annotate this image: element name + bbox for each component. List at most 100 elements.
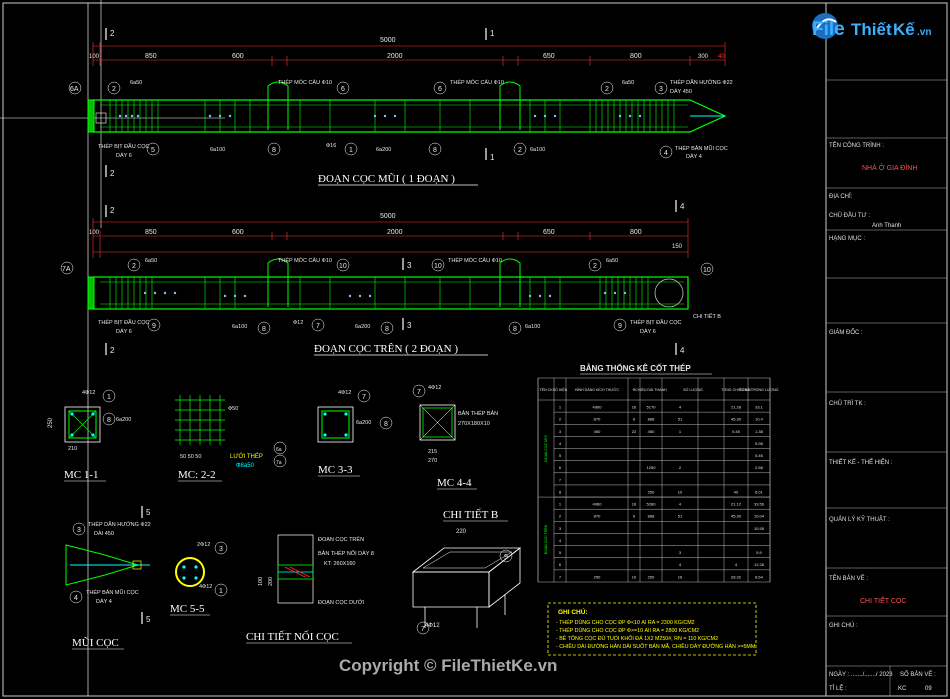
table-cell: 4960: [593, 502, 603, 507]
splice-dim-100: 100: [258, 577, 264, 586]
pile-top-elevation: 5000 100 850 600 2000 650 800 150: [60, 200, 721, 356]
table-cell: 21.28: [731, 404, 742, 409]
svg-text:3: 3: [219, 546, 223, 553]
svg-text:50 50 50: 50 50 50: [180, 454, 201, 460]
table-cell: 6: [559, 465, 562, 470]
mc33-label-bar: 4Ф12: [338, 390, 351, 396]
label-top-k: 6a200: [355, 324, 370, 330]
tb-owner-label: CHỦ ĐẦU TƯ :: [829, 212, 870, 219]
table-cell: 4: [679, 502, 682, 507]
section-mark-top-2a: 2: [110, 206, 115, 215]
table-cell: 33.56: [754, 502, 765, 507]
table-cell: 10.55: [754, 526, 765, 531]
tb-chief-label: CHỦ TRÌ TK :: [829, 400, 866, 407]
table-cell: 1: [679, 429, 682, 434]
table-cell: 5.46: [755, 453, 764, 458]
table-cell: 250: [648, 574, 655, 579]
tb-sheet-label: SỐ BẢN VẼ :: [900, 671, 936, 678]
filethietke-logo: File Thiết Kế .vn: [812, 13, 931, 40]
table-cell: 1.38: [755, 429, 764, 434]
mc44-title: MC 4-4: [437, 477, 472, 489]
dim-300: 300: [698, 54, 709, 60]
svg-text:6: 6: [438, 86, 442, 93]
table-cell: 7: [559, 574, 562, 579]
svg-text:8: 8: [272, 147, 276, 154]
svg-text:1: 1: [219, 588, 223, 595]
dim-top-850: 850: [145, 229, 157, 236]
table-cell: 10: [678, 489, 683, 494]
table-cell: 450: [648, 429, 655, 434]
table-cell: 3: [679, 550, 682, 555]
callout-marker-6a: 6A: [70, 86, 79, 93]
table-cell: 10.4: [755, 417, 764, 422]
label-tip-d: 6a50: [622, 80, 634, 86]
svg-text:10: 10: [703, 267, 711, 274]
splice-dim-200: 200: [268, 577, 274, 586]
table-cell: 40: [734, 489, 739, 494]
tb-date: NGÀY : ......./......./ 2023: [829, 671, 893, 678]
mui-coc-title: MŨI CỌC: [72, 637, 119, 649]
label-tip-m: THÉP BẢN MŨI CỌC: [675, 145, 728, 152]
callout-marker-7a: 7A: [62, 266, 71, 273]
table-cell: 4: [559, 538, 562, 543]
section-mc33: 7 8 4Ф12 6a200 MC 3-3: [317, 389, 393, 477]
svg-text:6: 6: [341, 86, 345, 93]
table-cell: 51: [678, 514, 683, 519]
mc11-label-stirrup: 6a200: [116, 417, 131, 423]
svg-text:4: 4: [664, 150, 668, 157]
notes-title: GHI CHÚ:: [558, 607, 588, 616]
table-cell: 2.58: [755, 465, 764, 470]
table-cell: 10: [632, 574, 637, 579]
table-group-top: ĐOẠN CỌC TRÊN: [543, 524, 548, 554]
table-cell: 5280: [647, 502, 657, 507]
dim-top-800: 800: [630, 229, 642, 236]
svg-text:2: 2: [132, 263, 136, 270]
svg-text:7: 7: [421, 626, 425, 633]
tb-address-label: ĐỊA CHỈ:: [829, 193, 853, 200]
logo-ke: Kế: [893, 20, 915, 39]
note-line-4: - CHIỀU DÀI ĐƯỜNG HÀN DÀI SUỐT BẢN MÃ, C…: [556, 643, 755, 650]
dim-40: 40: [718, 54, 725, 60]
section-mark-2b: 2: [110, 169, 115, 178]
section-mc44: 7 4Ф12 BẢN THÉP BẢN 270X180X10 215 270 M…: [412, 384, 498, 490]
b-label-bar: 4Ф12: [425, 623, 440, 629]
label-tip-g: THÉP BỊT ĐẦU CỌC: [98, 143, 149, 150]
table-cell: 1250: [647, 465, 657, 470]
svg-text:7: 7: [316, 323, 320, 330]
section-mark-5a: 5: [146, 508, 151, 517]
table-header-cell: TÊN CK: [539, 387, 553, 392]
note-line-3: - BÊ TÔNG CỌC ĐÚ TUỔI KHỐI ĐÁ 1X2 M250#,…: [556, 634, 718, 642]
svg-text:7: 7: [362, 394, 366, 401]
svg-text:8: 8: [433, 147, 437, 154]
label-top-g: THÉP BỊT ĐẦU CỌC: [98, 319, 149, 326]
svg-text:8: 8: [262, 326, 266, 333]
table-cell: 12.28: [754, 562, 765, 567]
dim-top-600: 600: [232, 229, 244, 236]
label-tip-b: THÉP MÓC CẨU Ф10: [278, 79, 332, 86]
tb-project-value: NHÀ Ở GIA ĐÌNH: [862, 163, 917, 172]
table-cell: 4: [735, 562, 738, 567]
section-mc22: Ф50 50 50 50 LƯỚI THÉP Ф8a50 6a 7a MC: 2…: [175, 395, 287, 482]
splice-label-plate: BẢN THÉP NỐI DÀY 8: [318, 550, 374, 557]
table-cell: 16: [678, 574, 683, 579]
tb-sheet-number: 09: [925, 686, 932, 692]
svg-text:10: 10: [434, 263, 442, 270]
dim-top-100: 100: [89, 230, 100, 236]
note-line-2: - THÉP DÙNG CHO CỌC ĐP Ф>=10 AII RA = 28…: [556, 627, 699, 634]
label-top-l: 6a100: [525, 324, 540, 330]
dim-top-overall: 5000: [380, 213, 396, 220]
label-tip-n: DÀY 4: [686, 153, 702, 160]
svg-text:2: 2: [593, 263, 597, 270]
table-header-cell: TỔNG CHIỀU DÀI: [721, 387, 751, 392]
table-cell: 6: [559, 562, 562, 567]
svg-text:10: 10: [339, 263, 347, 270]
dim-650: 650: [543, 53, 555, 60]
label-tip-c: THÉP MÓC CẨU Ф10: [450, 79, 504, 86]
table-cell: 1: [559, 404, 562, 409]
title-block-text: TÊN CÔNG TRÌNH : NHÀ Ở GIA ĐÌNH ĐỊA CHỈ:…: [829, 141, 936, 692]
splice-label-size: KT: 260X160: [324, 561, 356, 567]
mui-label-guide: THÉP DẪN HƯỚNG Ф22: [88, 521, 151, 528]
section-mc55: 3 1 2Ф12 4Ф12 MC 5-5: [170, 541, 228, 616]
mc22-label-spacing: Ф8a50: [236, 463, 255, 469]
